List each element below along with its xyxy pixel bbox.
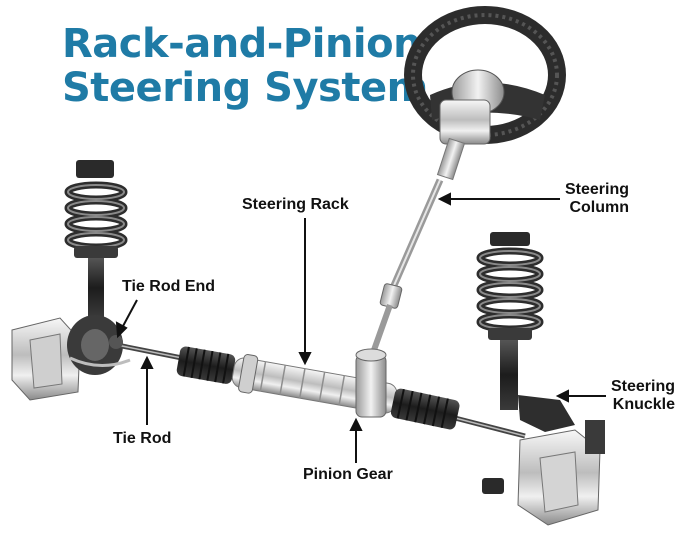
label-steering-knuckle-line-1: Steering [611,378,676,395]
label-steering-knuckle: Steering Knuckle [611,378,675,414]
tie-rods [109,335,526,439]
steering-rack [176,346,460,430]
steering-wheel [404,6,566,145]
leader-lines [115,192,606,463]
left-hub-assembly [11,315,131,401]
label-steering-knuckle-line-2: Knuckle [612,396,676,413]
label-tie-rod: Tie Rod [113,430,172,447]
title-line-2: Steering System [62,65,428,111]
left-strut [64,160,128,318]
right-strut [476,232,575,432]
label-steering-column: Steering Column [565,181,629,217]
label-pinion-gear: Pinion Gear [303,466,393,483]
title-line-1: Rack-and-Pinion [62,21,422,67]
label-tie-rod-end: Tie Rod End [122,278,216,295]
diagram-title: Rack-and-Pinion Steering System [62,22,428,110]
label-steering-rack: Steering Rack [242,196,349,213]
steering-column [371,137,466,352]
label-steering-column-line-2: Column [569,199,630,216]
right-hub-assembly [482,420,605,526]
label-steering-column-line-1: Steering [565,181,630,198]
